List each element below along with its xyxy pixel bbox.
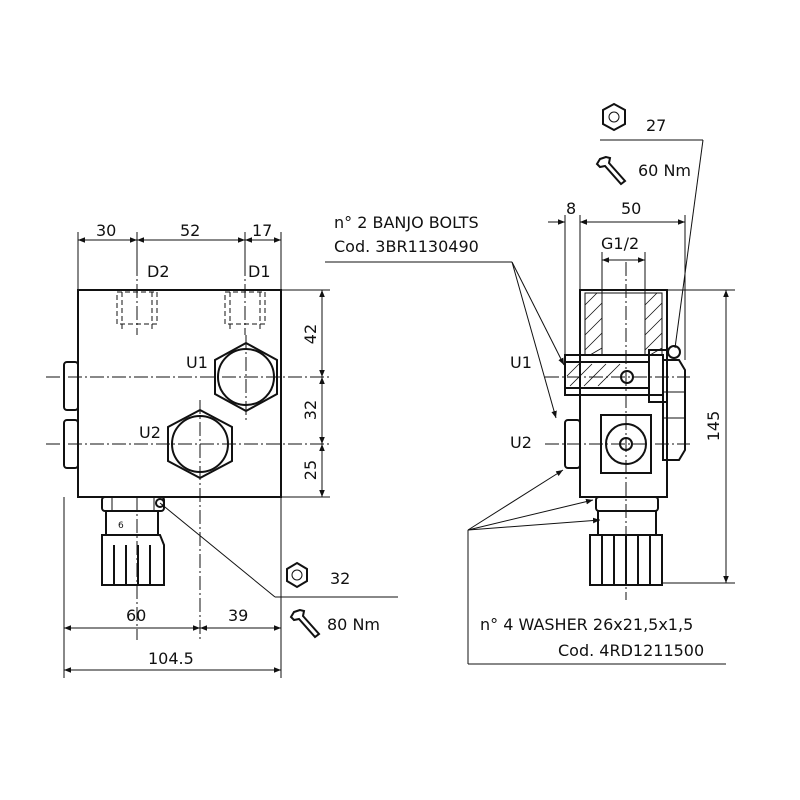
dim-top-17: 17 xyxy=(252,221,272,240)
side-thread-label: G1/2 xyxy=(601,234,639,253)
side-torque-callout: 27 60 Nm xyxy=(595,102,704,349)
side-valve-body xyxy=(579,289,668,498)
side-top-section xyxy=(584,292,663,356)
front-knob-assembly: 6 xyxy=(101,496,165,586)
wrench-icon xyxy=(289,608,321,639)
side-center-lines xyxy=(545,262,690,600)
hex-nut-icon xyxy=(602,102,626,132)
washer-note-line2: Cod. 4RD1211500 xyxy=(558,641,704,660)
banjo-note-line1: n° 2 BANJO BOLTS xyxy=(334,213,479,232)
front-hidden-ports xyxy=(116,291,266,330)
front-hex-size: 32 xyxy=(330,569,350,588)
dim-right-32: 32 xyxy=(301,400,320,420)
dim-bottom-60: 60 xyxy=(126,606,146,625)
side-hex-size: 27 xyxy=(646,116,666,135)
front-top-dimensions: 30 52 17 D2 D1 xyxy=(77,221,282,290)
side-view: 8 50 G1/2 145 U1 U2 27 xyxy=(325,102,735,665)
label-d2: D2 xyxy=(147,262,170,281)
side-dim-145: 145 xyxy=(704,411,723,442)
front-right-dimensions: 42 32 25 xyxy=(281,289,330,498)
banjo-bolt-note: n° 2 BANJO BOLTS Cod. 3BR1130490 xyxy=(325,213,565,419)
front-valve-body xyxy=(77,289,282,498)
dim-top-30: 30 xyxy=(96,221,116,240)
side-dim-8: 8 xyxy=(566,199,576,218)
front-torque-callout: 32 80 Nm xyxy=(159,502,398,639)
front-view: 6 30 52 17 D2 D1 U1 U2 xyxy=(46,221,398,678)
side-knob-assembly xyxy=(589,496,663,586)
washer-note-line1: n° 4 WASHER 26x21,5x1,5 xyxy=(480,615,693,634)
front-knob-mark: 6 xyxy=(118,521,124,531)
side-torque-value: 60 Nm xyxy=(638,161,691,180)
dim-top-52: 52 xyxy=(180,221,200,240)
front-center-lines xyxy=(46,262,330,640)
label-u1-front: U1 xyxy=(186,353,208,372)
dim-overall-width: 104.5 xyxy=(148,649,194,668)
label-d1: D1 xyxy=(248,262,271,281)
label-u2-front: U2 xyxy=(139,423,161,442)
front-torque-value: 80 Nm xyxy=(327,615,380,634)
dim-right-25: 25 xyxy=(301,460,320,480)
label-u1-side: U1 xyxy=(510,353,532,372)
side-top-dimensions: 8 50 G1/2 xyxy=(548,199,686,360)
dim-bottom-39: 39 xyxy=(228,606,248,625)
label-u2-side: U2 xyxy=(510,433,532,452)
washer-note: n° 4 WASHER 26x21,5x1,5 Cod. 4RD1211500 xyxy=(467,469,726,665)
front-bottom-dimensions: 60 39 104.5 xyxy=(63,497,282,678)
side-height-dimension: 145 xyxy=(662,289,735,584)
hex-nut-icon xyxy=(286,561,308,589)
front-left-plugs xyxy=(63,361,79,469)
wrench-icon xyxy=(595,155,627,186)
banjo-note-line2: Cod. 3BR1130490 xyxy=(334,237,479,256)
dim-right-42: 42 xyxy=(301,324,320,344)
side-dim-50: 50 xyxy=(621,199,641,218)
